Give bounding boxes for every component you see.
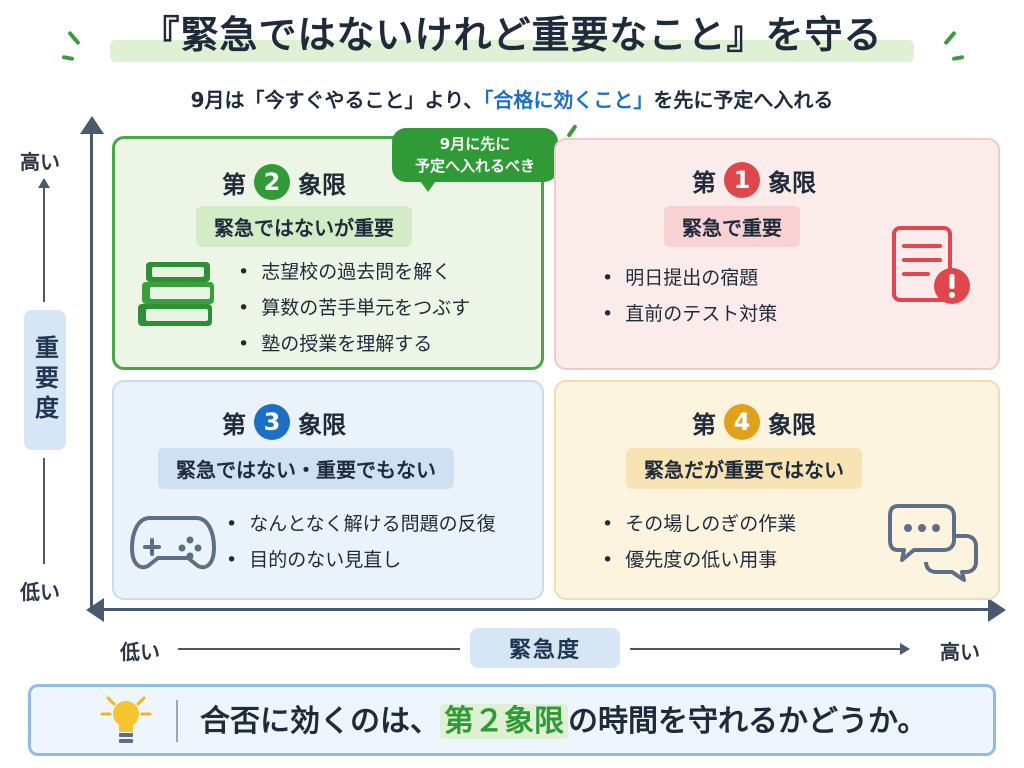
quadrant-2-tag: 緊急ではないが重要 [196, 206, 412, 247]
urgency-axis-label: 緊急度 [470, 628, 620, 668]
quadrant-1-number: 1 [724, 162, 760, 198]
spark-decoration [951, 54, 965, 62]
page-title: 『緊急ではないけれど重要なこと』を守る [141, 13, 883, 57]
document-alert-icon [888, 222, 978, 316]
callout-tail [418, 178, 438, 192]
subtitle: 9月は「今すぐやること」より、「合格に効くこと」を先に予定へ入れる [0, 84, 1024, 113]
quadrant-3-tag: 緊急ではない・重要でもない [158, 448, 454, 489]
urgency-axis-arrow-left [86, 598, 104, 622]
lightbulb-icon [96, 694, 156, 752]
subtitle-pre: 9月は「今すぐやること」より、 [190, 88, 484, 112]
quadrant-prefix: 第 [222, 170, 246, 199]
callout-line-1: 9月に先に [439, 135, 511, 153]
importance-arrow-up [38, 178, 50, 188]
chat-bubbles-icon [888, 500, 980, 588]
quadrant-3-number: 3 [254, 404, 290, 440]
importance-guide-line [43, 458, 45, 564]
quadrant-4-number: 4 [724, 404, 760, 440]
spark-decoration [566, 124, 578, 138]
list-item: 志望校の過去問を解く [238, 254, 470, 290]
quadrant-1-tag: 緊急で重要 [664, 206, 800, 247]
banner-divider [176, 700, 178, 742]
quadrant-suffix: 象限 [298, 170, 346, 199]
quadrant-prefix: 第 [692, 410, 716, 439]
urgency-guide-line [630, 648, 902, 650]
urgency-guide-line [178, 648, 460, 650]
subtitle-highlight: 「合格に効くこと」 [483, 88, 654, 112]
importance-low-label: 低い [20, 580, 60, 604]
importance-guide-line [43, 186, 45, 302]
urgency-arrow-right [900, 643, 910, 655]
urgency-high-label: 高い [940, 640, 980, 664]
quadrant-prefix: 第 [222, 410, 246, 439]
quadrant-4-heading: 第 4 象限 [692, 404, 816, 440]
quadrant-suffix: 象限 [768, 410, 816, 439]
banner-pre: 合否に効くのは、 [200, 704, 440, 739]
importance-axis-label: 重要度 [24, 310, 66, 450]
quadrant-2-heading: 第 2 象限 [222, 164, 346, 200]
list-item: 明日提出の宿題 [602, 260, 777, 296]
quadrant-3-heading: 第 3 象限 [222, 404, 346, 440]
importance-high-label: 高い [20, 150, 60, 174]
quadrant-1-list: 明日提出の宿題 直前のテスト対策 [602, 260, 777, 332]
callout-line-2: 予定へ入れるべき [414, 157, 535, 175]
quadrant-3-list: なんとなく解ける問題の反復 目的のない見直し [226, 506, 496, 578]
quadrant-prefix: 第 [692, 168, 716, 197]
banner-post: の時間を守れるかどうか。 [568, 704, 928, 739]
urgency-axis-arrow-right [988, 598, 1006, 622]
quadrant-2-list: 志望校の過去問を解く 算数の苦手単元をつぶす 塾の授業を理解する [238, 254, 470, 362]
list-item: 優先度の低い用事 [602, 542, 796, 578]
banner-accent: 第２象限 [440, 704, 568, 739]
quadrant-2-number: 2 [254, 164, 290, 200]
banner-message: 合否に効くのは、第２象限の時間を守れるかどうか。 [200, 696, 927, 740]
quadrant-1-heading: 第 1 象限 [692, 162, 816, 198]
quadrant-suffix: 象限 [768, 168, 816, 197]
list-item: その場しのぎの作業 [602, 506, 796, 542]
importance-axis-arrow [80, 116, 104, 134]
gamepad-icon [130, 508, 216, 582]
books-icon [132, 258, 218, 338]
quadrant-4-list: その場しのぎの作業 優先度の低い用事 [602, 506, 796, 578]
list-item: 直前のテスト対策 [602, 296, 777, 332]
spark-decoration [61, 54, 75, 62]
list-item: 算数の苦手単元をつぶす [238, 290, 470, 326]
list-item: 目的のない見直し [226, 542, 496, 578]
callout-bubble: 9月に先に 予定へ入れるべき [392, 128, 558, 182]
importance-axis [90, 128, 93, 608]
list-item: 塾の授業を理解する [238, 326, 470, 362]
list-item: なんとなく解ける問題の反復 [226, 506, 495, 542]
quadrant-suffix: 象限 [298, 410, 346, 439]
urgency-axis [92, 608, 992, 611]
quadrant-4-tag: 緊急だが重要ではない [626, 448, 862, 489]
urgency-low-label: 低い [120, 640, 160, 664]
subtitle-post: を先に予定へ入れる [653, 88, 834, 112]
